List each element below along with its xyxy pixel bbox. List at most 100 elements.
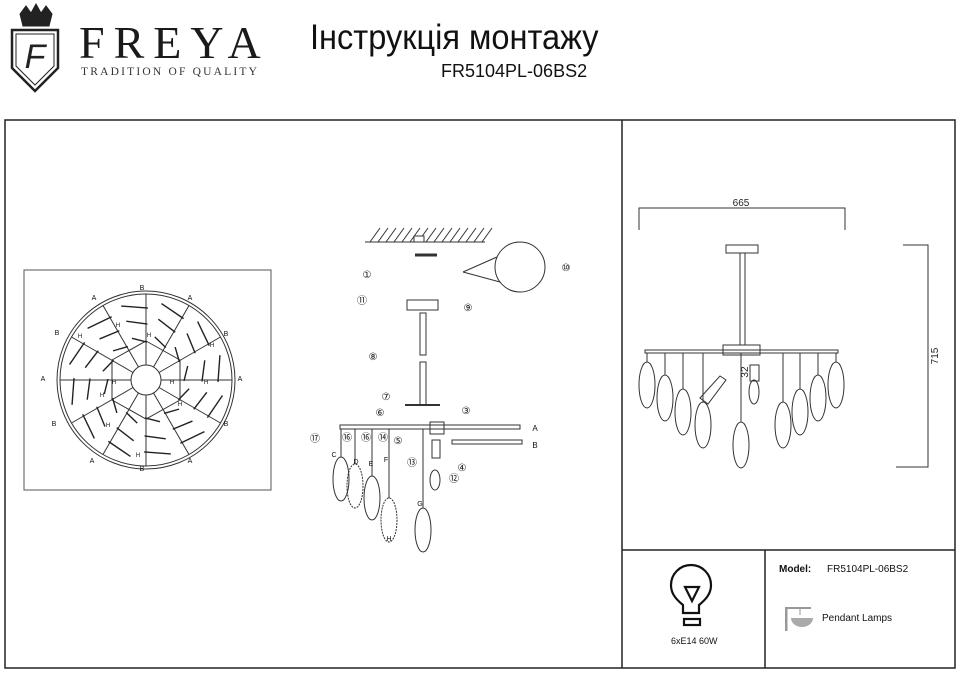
pendant-twig xyxy=(201,360,206,382)
pendant-shade xyxy=(732,421,750,469)
arm-spoke xyxy=(153,305,190,368)
arm-spoke xyxy=(102,305,139,368)
part-number: ⑤ xyxy=(394,436,403,447)
arm-label: A xyxy=(90,458,95,465)
pendant-twig xyxy=(121,305,148,309)
pendant-twig xyxy=(144,451,171,455)
part-number: ⑪ xyxy=(357,295,367,307)
part-number: ⑩ xyxy=(562,263,571,274)
part-number: ⑬ xyxy=(407,457,417,469)
arm-label: B xyxy=(224,421,229,428)
pendant-twig xyxy=(103,378,109,395)
arm-label: A xyxy=(238,376,243,383)
part-number: ⑫ xyxy=(449,473,459,485)
dimension-diagram xyxy=(638,207,929,469)
part-number: ⑨ xyxy=(464,303,473,314)
pendant-label: H xyxy=(106,423,110,429)
pendant-label: H xyxy=(170,380,174,386)
pendant-twig xyxy=(163,408,180,415)
brand-name: FREYA xyxy=(79,17,270,68)
pendant-label: H xyxy=(210,343,214,349)
pendant-label: C xyxy=(331,452,336,459)
pendant-twig xyxy=(107,440,131,458)
part-number: ⑯ xyxy=(361,432,371,444)
pendant-twig xyxy=(193,391,208,410)
pendant-twig xyxy=(157,318,176,333)
lamp-type-label: Pendant Lamps xyxy=(822,613,893,624)
pendant-label: H xyxy=(136,453,140,459)
model-label: Model: xyxy=(779,564,812,575)
arm-label: A xyxy=(188,458,193,465)
pendant-twig xyxy=(116,427,135,442)
pendant-twig xyxy=(112,345,129,352)
pendant-twig xyxy=(84,350,99,369)
pendant-twig xyxy=(177,388,190,401)
pendant-twig xyxy=(131,337,148,343)
pendant-twig xyxy=(68,341,86,365)
part-number: ⑯ xyxy=(342,432,352,444)
logo-letter: F xyxy=(25,38,48,76)
width-dimension: 665 xyxy=(733,198,750,209)
pendant-label: H xyxy=(386,536,391,543)
pendant-label: H xyxy=(78,334,82,340)
height-dimension: 715 xyxy=(930,347,941,364)
arm-spoke xyxy=(158,387,221,424)
pendant-twig xyxy=(99,330,120,340)
pendant-label: E xyxy=(369,461,374,468)
arm-label: B xyxy=(140,285,145,292)
pendant-label: F xyxy=(384,457,388,464)
pendant-twig xyxy=(144,417,161,423)
pendant-twig xyxy=(82,414,95,439)
pendant-twig xyxy=(206,395,224,419)
part-number: ⑭ xyxy=(378,432,388,444)
arm-label: B xyxy=(55,330,60,337)
pendant-twig xyxy=(217,355,221,382)
pendant-label: H xyxy=(178,402,182,408)
pendant-twig xyxy=(197,321,210,346)
page-title: Інструкція монтажу xyxy=(310,18,599,57)
pendant-twig xyxy=(71,378,75,405)
pendant-shade xyxy=(674,388,692,436)
pendant-shade xyxy=(638,361,656,409)
pendant-twig xyxy=(154,336,167,349)
brand-tagline: TRADITION OF QUALITY xyxy=(81,66,260,78)
arm-label: B xyxy=(532,441,537,450)
arm-spoke xyxy=(158,336,221,373)
pendant-twig xyxy=(96,406,106,427)
arm-label: A xyxy=(188,295,193,302)
pendant-label: H xyxy=(116,323,120,329)
pendant-twig xyxy=(111,397,118,414)
pendant-twig xyxy=(180,431,205,444)
light-bulb-icon xyxy=(669,563,713,627)
pendant-lamp-icon xyxy=(785,607,813,631)
part-number: ① xyxy=(363,270,372,281)
arm-label: A xyxy=(532,424,538,433)
part-number: ⑦ xyxy=(382,392,391,403)
pendant-label: D xyxy=(353,459,358,466)
arm-label: B xyxy=(52,421,57,428)
pendant-twig xyxy=(102,359,115,372)
pendant-shade xyxy=(694,401,712,449)
pendant-twig xyxy=(125,411,138,424)
pendant-label: G xyxy=(417,501,422,508)
pendant-label: H xyxy=(204,380,208,386)
part-number: ⑧ xyxy=(369,352,378,363)
part-number: ⑰ xyxy=(310,433,320,445)
pendant-twig xyxy=(87,316,112,329)
arm-label: A xyxy=(41,376,46,383)
arm-label: A xyxy=(92,295,97,302)
arm-label: B xyxy=(140,466,145,473)
pendant-shade xyxy=(791,388,809,436)
pendant-label: H xyxy=(147,333,151,339)
pendant-shade xyxy=(656,374,674,422)
pendant-twig xyxy=(126,320,148,325)
pendant-shade xyxy=(774,401,792,449)
freya-logo-icon: F xyxy=(10,2,60,93)
part-number: ③ xyxy=(462,406,471,417)
part-number: ④ xyxy=(458,463,467,474)
pendant-twig xyxy=(174,346,181,363)
arm-spoke xyxy=(102,392,139,455)
